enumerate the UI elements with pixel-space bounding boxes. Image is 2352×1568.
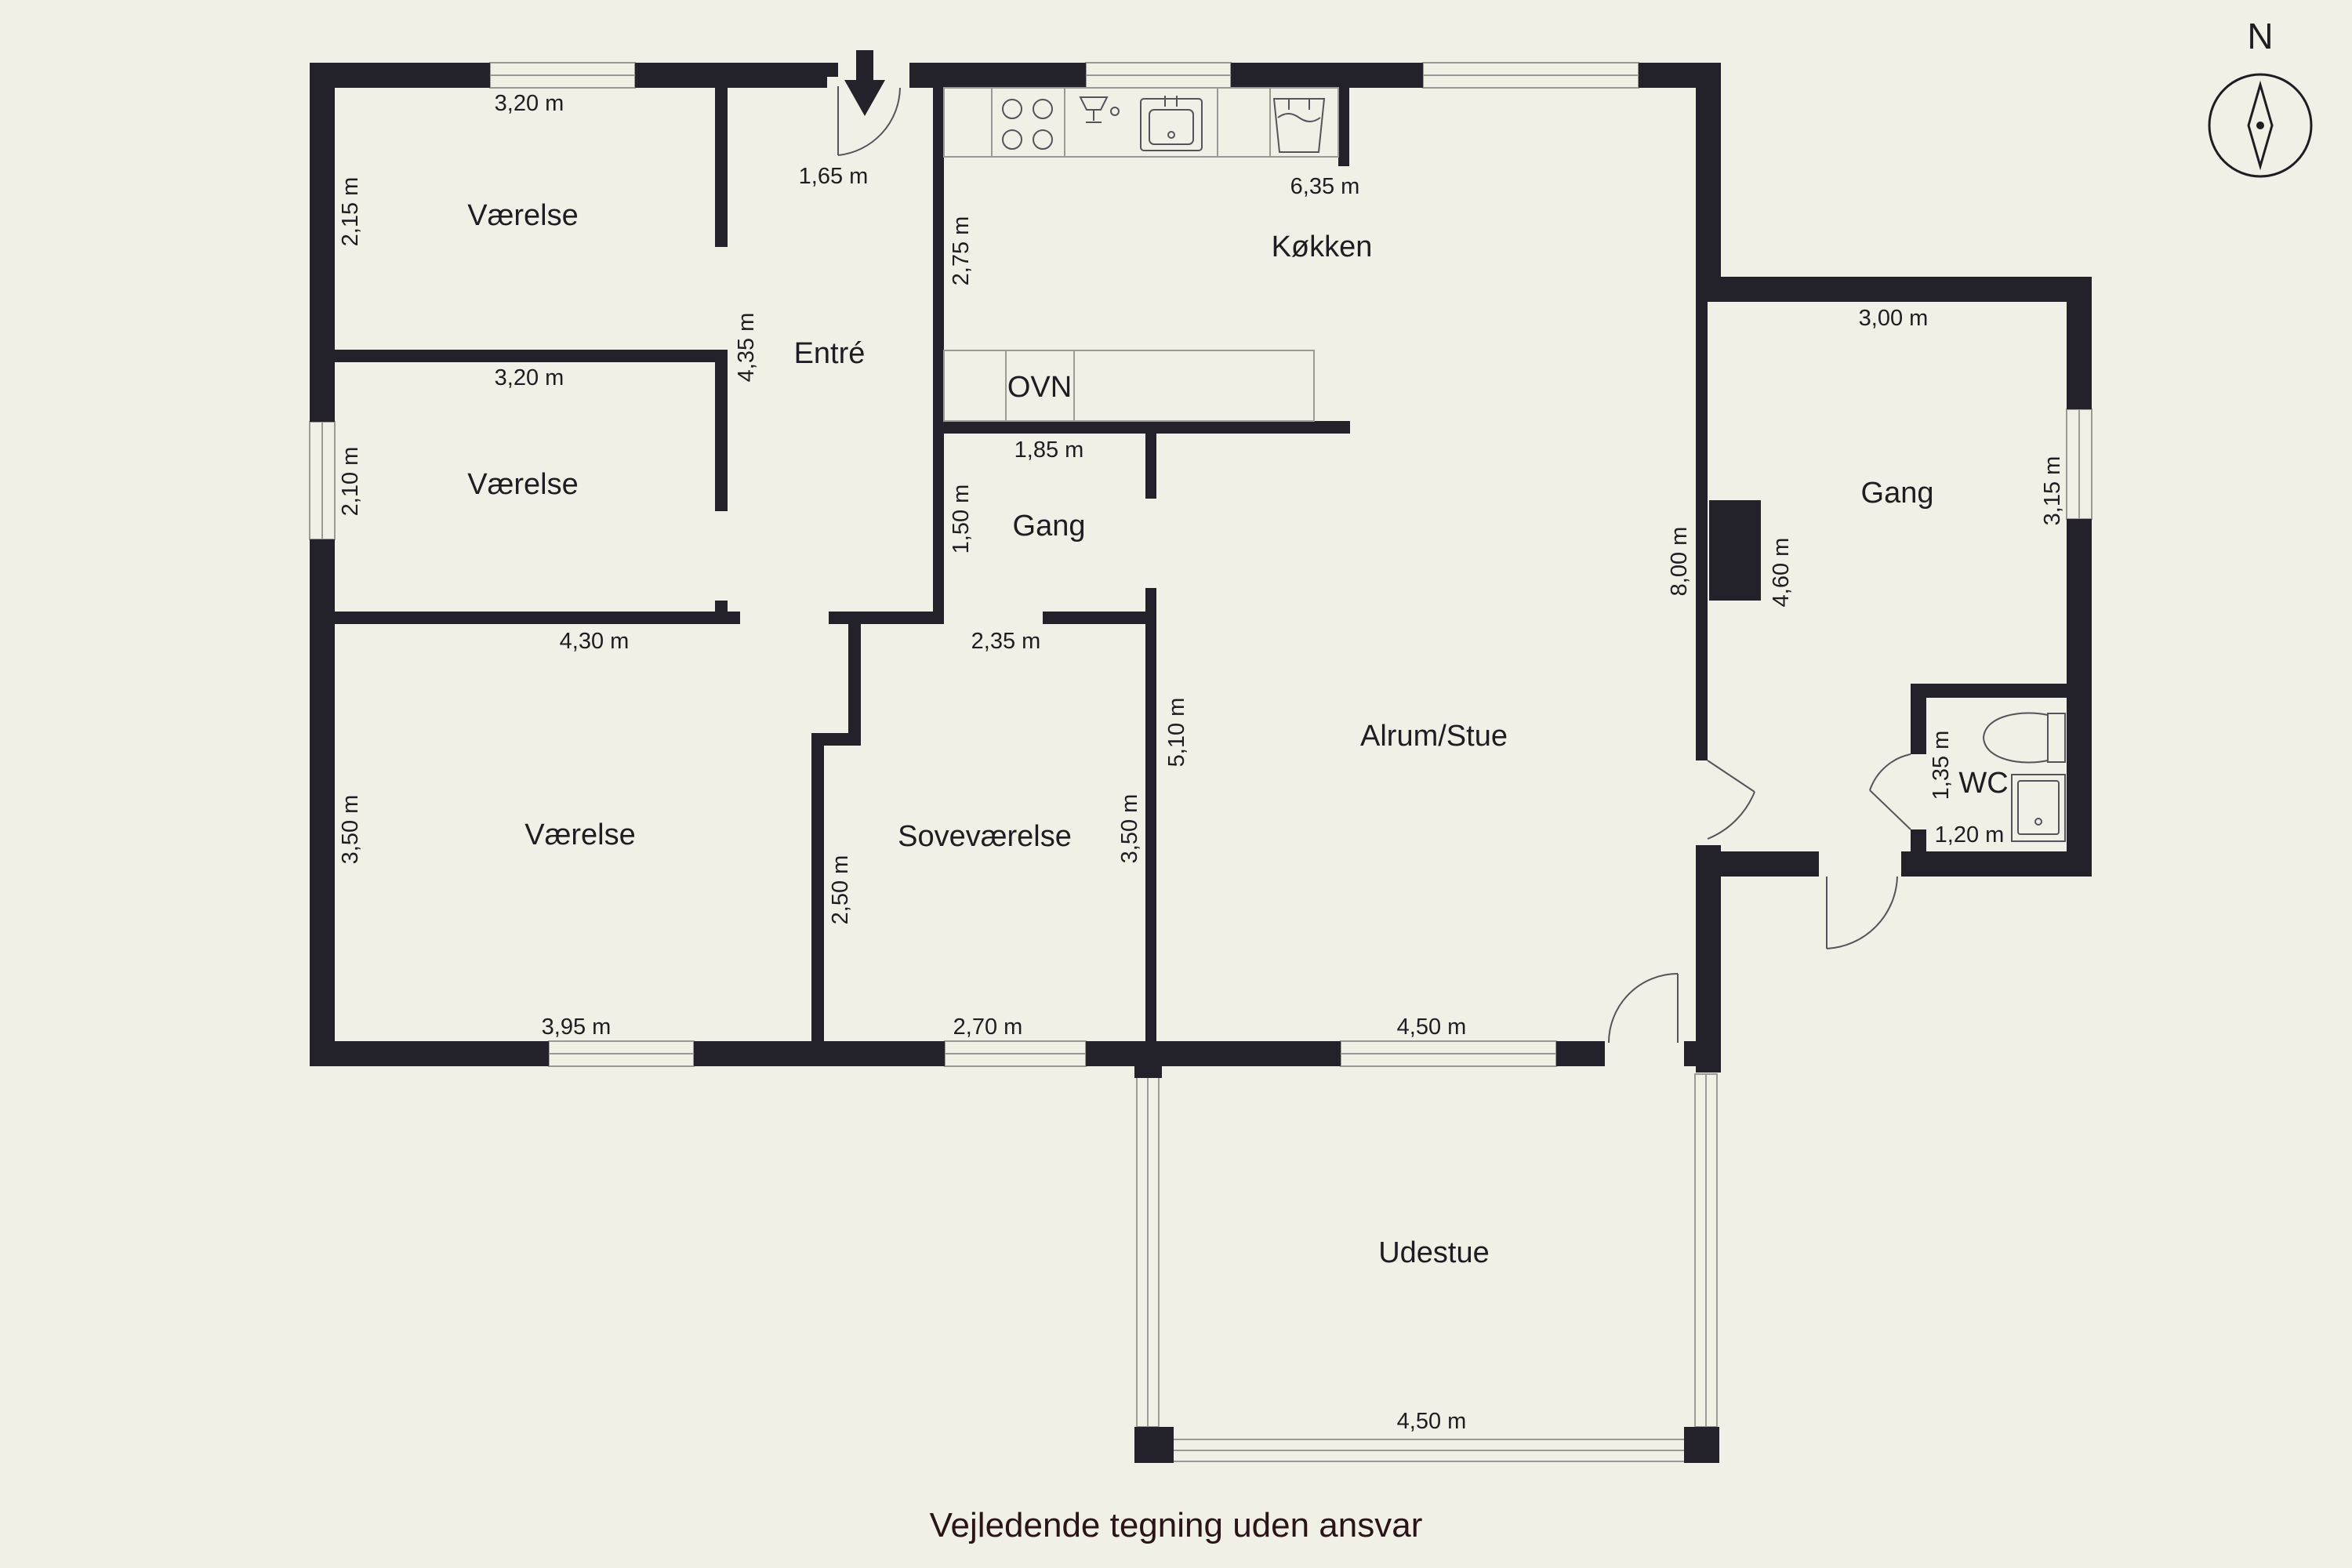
dimension-label: 1,35 m (1929, 731, 1954, 800)
room-label-vaerelse: Værelse (467, 199, 579, 232)
washer-icon (1272, 98, 1326, 153)
walls (310, 63, 2092, 1463)
room-label-entre: Entré (794, 337, 866, 370)
dimension-label: 3,00 m (1859, 306, 1929, 331)
room-label-gang: Gang (1861, 477, 1934, 510)
dimension-label: 4,60 m (1769, 538, 1794, 608)
disclaimer-footer: Vejledende tegning uden ansvar (930, 1506, 1423, 1544)
dimension-label: 2,35 m (971, 629, 1041, 654)
dimension-label: 3,50 m (338, 795, 363, 865)
dimension-label: 1,50 m (949, 485, 974, 554)
dimension-label: 1,20 m (1935, 822, 2005, 848)
kitchen-fixtures (943, 87, 1339, 422)
oven-label: OVN (1007, 371, 1072, 404)
entrance-arrow-icon (844, 50, 885, 116)
room-label-udestue: Udestue (1378, 1236, 1490, 1269)
sink-icon (1140, 96, 1203, 151)
dimension-label: 1,65 m (799, 164, 869, 189)
dimension-label: 3,20 m (495, 365, 564, 390)
bathroom-sink-icon (2011, 774, 2066, 842)
dimension-label: 2,15 m (338, 177, 363, 247)
room-label-gang: Gang (1013, 510, 1086, 543)
dimension-label: 4,35 m (734, 313, 759, 383)
dishwasher-icon (1079, 96, 1120, 123)
room-label-koekken: Køkken (1272, 230, 1373, 263)
dimension-label: 3,95 m (542, 1014, 612, 1040)
stove-icon (1002, 99, 1053, 150)
room-label-alrum-stue: Alrum/Stue (1360, 720, 1508, 753)
dimension-label: 4,50 m (1397, 1014, 1467, 1040)
room-label-sovevaerelse: Soveværelse (898, 820, 1072, 853)
room-label-vaerelse: Værelse (524, 818, 636, 851)
dimension-label: 2,70 m (953, 1014, 1023, 1040)
compass-icon (2208, 73, 2313, 178)
dimension-label: 1,85 m (1014, 437, 1084, 463)
dimension-label: 2,10 m (338, 447, 363, 517)
north-label: N (2247, 16, 2273, 56)
dimension-label: 2,75 m (949, 216, 974, 286)
dimension-label: 8,00 m (1667, 527, 1692, 597)
dimension-label: 2,50 m (828, 855, 853, 925)
dimension-label: 3,50 m (1117, 794, 1142, 864)
dimension-label: 3,20 m (495, 91, 564, 116)
dimension-label: 3,15 m (2040, 456, 2065, 526)
dimension-label: 5,10 m (1164, 698, 1189, 768)
toilet-icon (1982, 712, 2066, 764)
dimension-label: 6,35 m (1290, 174, 1360, 199)
room-label-vaerelse: Værelse (467, 468, 579, 501)
dimension-label: 4,30 m (560, 629, 630, 654)
dimension-label: 4,50 m (1397, 1409, 1467, 1434)
doors (837, 86, 1911, 1044)
room-label-wc: WC (1958, 767, 2008, 800)
